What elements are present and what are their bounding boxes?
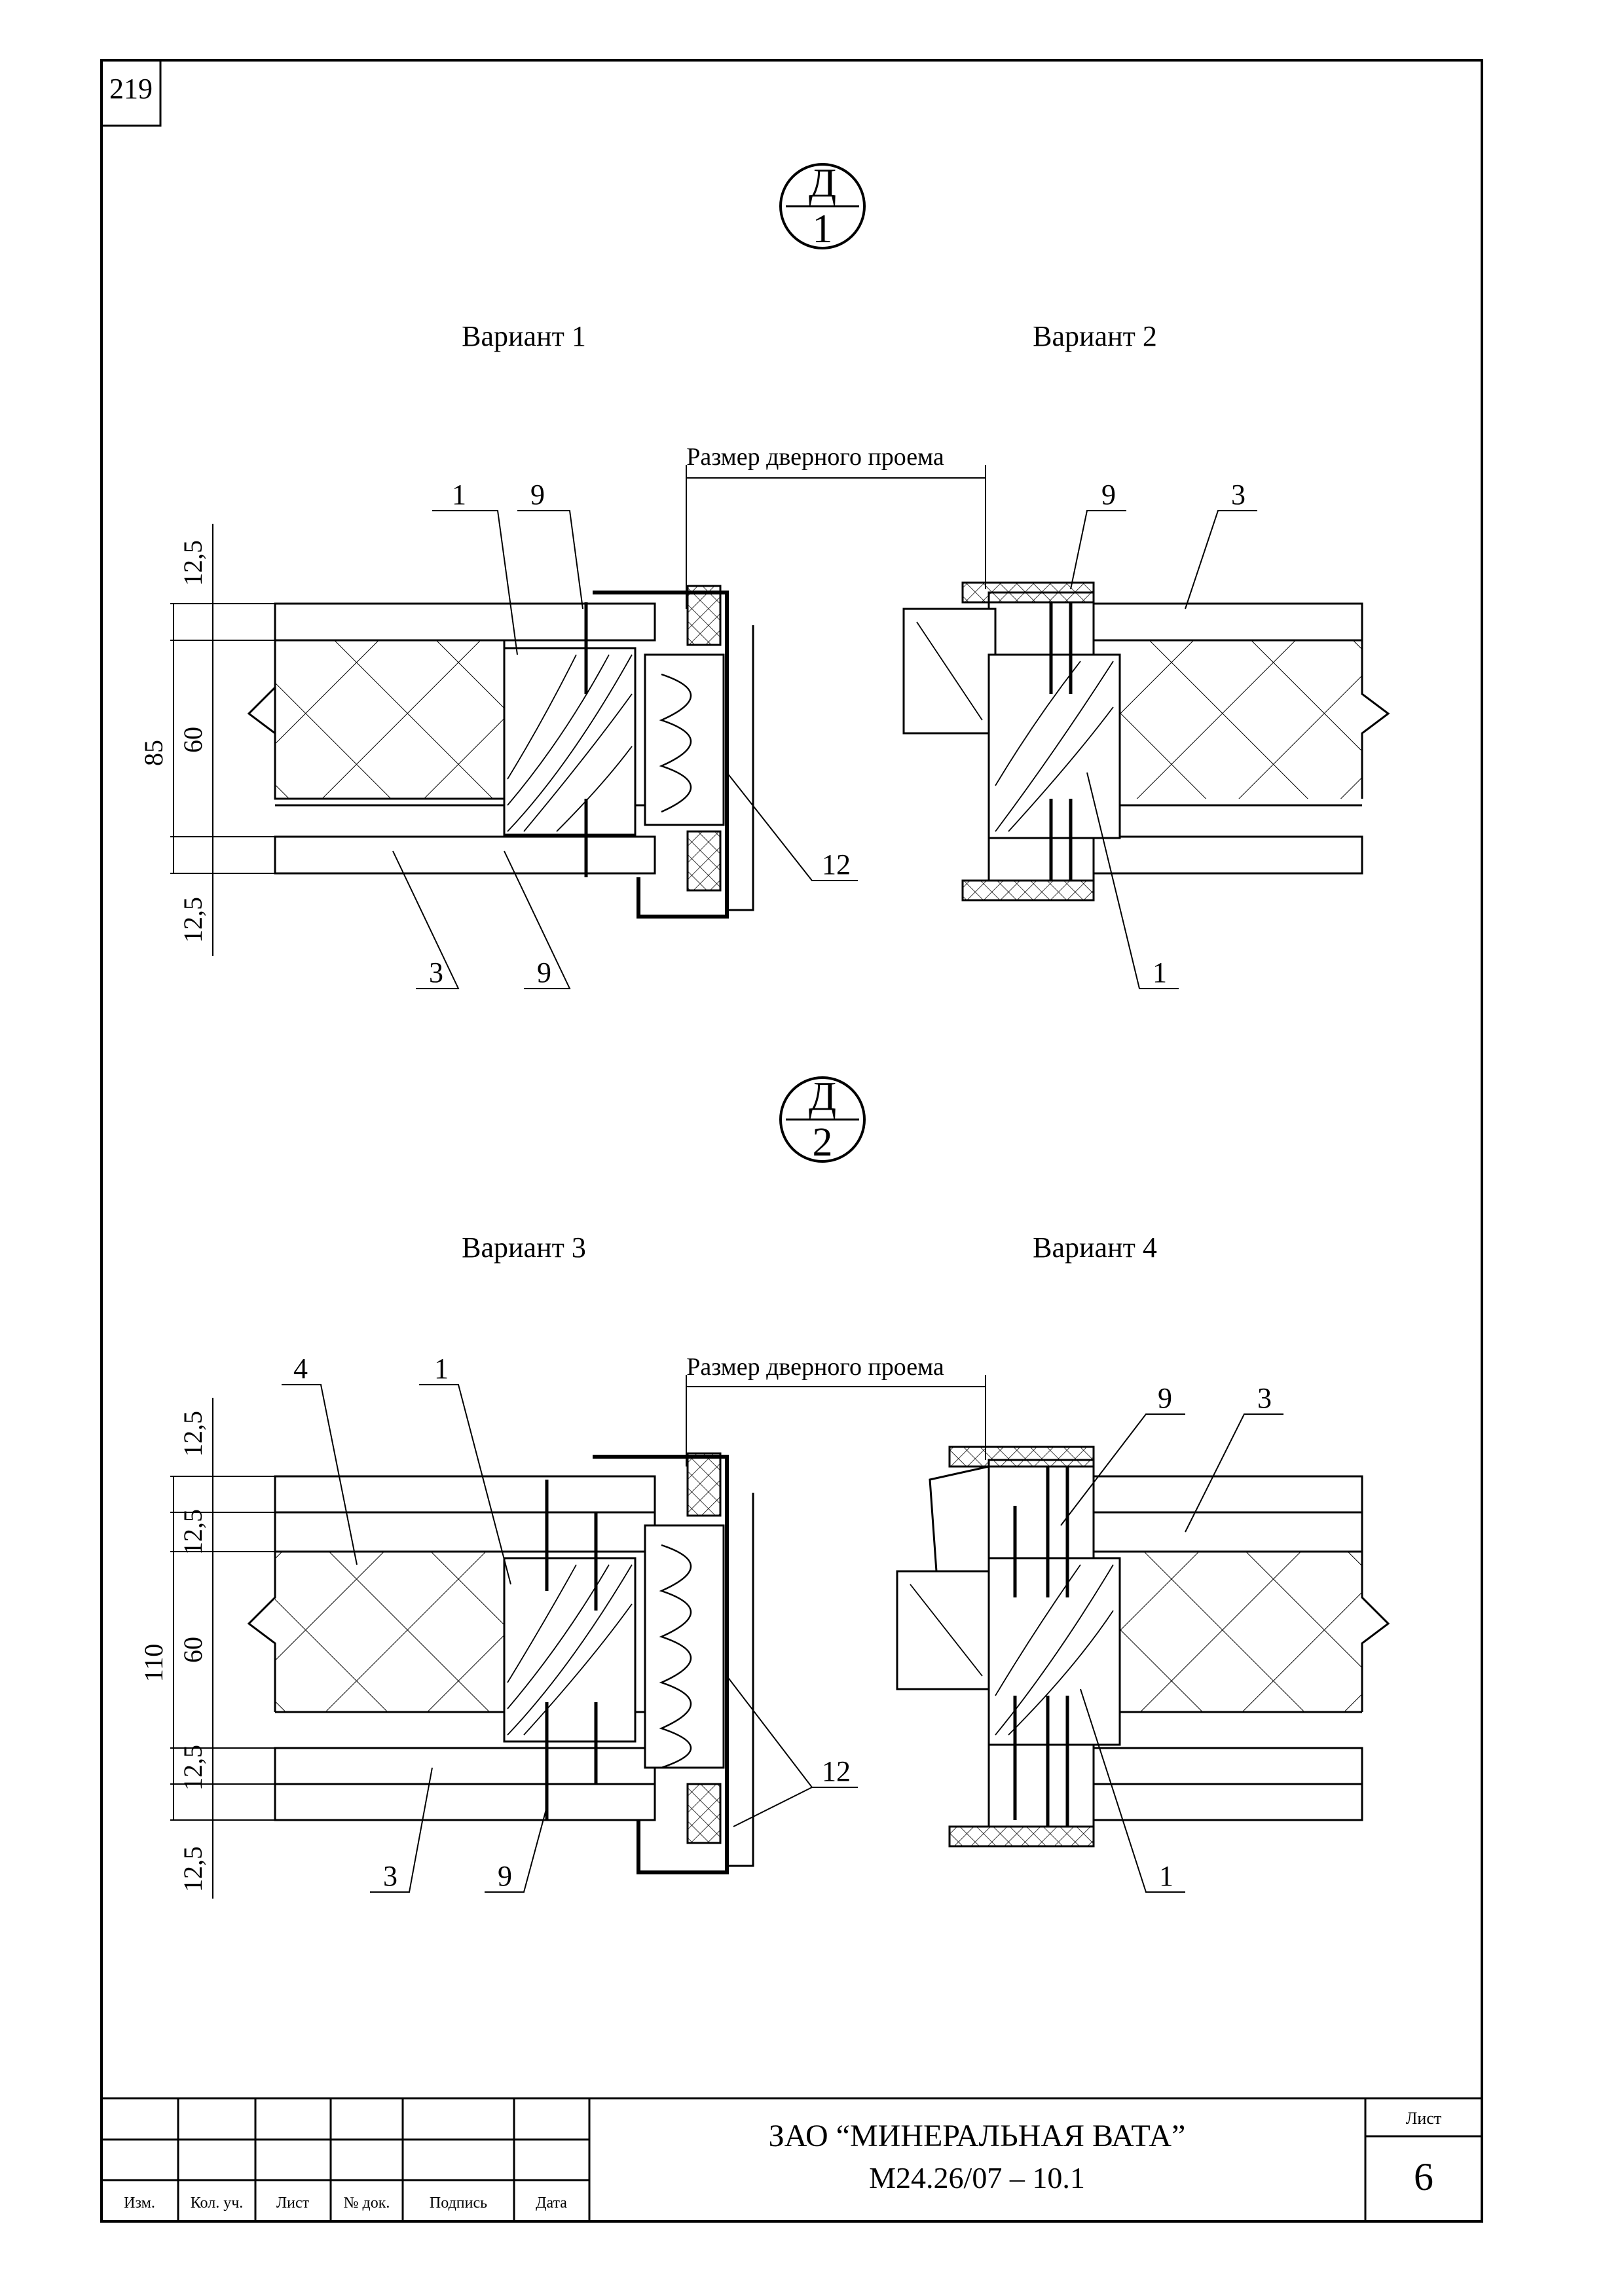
v3-leader-1: 1 [434, 1353, 449, 1385]
dim-12-5-b4: 12,5 [178, 1846, 208, 1892]
tb-header-izm: Изм. [124, 2195, 155, 2212]
dim-60-bottom: 60 [178, 1637, 208, 1663]
variant-2-label: Вариант 2 [1033, 320, 1157, 352]
opening-label-top: Размер дверного проема [686, 443, 944, 471]
v3-leader-9: 9 [498, 1860, 512, 1892]
dim-12-5-b2: 12,5 [178, 1509, 208, 1555]
v2-leader-9: 9 [1101, 479, 1116, 511]
opening-label-bottom: Размер дверного проема [686, 1353, 944, 1381]
tb-header-ndok: № док. [344, 2195, 390, 2212]
v3-leader-4: 4 [293, 1353, 308, 1385]
variant-4-section [896, 1446, 1390, 1848]
v1-leader-1: 1 [452, 479, 466, 511]
variant-4-label: Вариант 4 [1033, 1231, 1157, 1264]
svg-text:Д: Д [809, 161, 836, 206]
tb-header-podpis: Подпись [430, 2195, 487, 2212]
tb-sheet-label: Лист [1406, 2109, 1441, 2128]
variant-3-section [247, 1452, 754, 1874]
svg-text:2: 2 [813, 1120, 833, 1165]
svg-text:Д: Д [809, 1074, 836, 1119]
v1-leader-9-top: 9 [530, 479, 545, 511]
v3-leader-3: 3 [383, 1860, 397, 1892]
dim-12-5-top: 12,5 [178, 540, 208, 586]
title-block [101, 2097, 1482, 2221]
tb-header-kol: Кол. уч. [191, 2195, 244, 2212]
sheet-number: 219 [109, 73, 153, 105]
v4-leader-9: 9 [1158, 1382, 1172, 1414]
v1-leader-12: 12 [822, 848, 851, 881]
v3-leader-12: 12 [822, 1755, 851, 1787]
v4-leader-1: 1 [1159, 1860, 1173, 1892]
v2-leader-3: 3 [1231, 479, 1246, 511]
tb-sheet-value: 6 [1414, 2155, 1433, 2198]
v1-leader-9-bottom: 9 [537, 957, 551, 989]
variant-3-label: Вариант 3 [462, 1231, 586, 1264]
variant-1-label: Вариант 1 [462, 320, 586, 352]
v2-leader-1: 1 [1153, 957, 1167, 989]
callout-d1: Д 1 [779, 161, 866, 251]
dim-12-5-bottom: 12,5 [178, 897, 208, 943]
variant-2-section [902, 581, 1390, 902]
dim-110: 110 [139, 1644, 168, 1683]
dim-12-5-b3: 12,5 [178, 1745, 208, 1791]
outer-frame [100, 59, 1483, 2223]
v4-leader-3: 3 [1257, 1382, 1272, 1414]
tb-company: ЗАО “МИНЕРАЛЬНАЯ ВАТА” [769, 2119, 1186, 2153]
dim-12-5-b1: 12,5 [178, 1411, 208, 1457]
dim-85: 85 [139, 740, 168, 766]
svg-text:1: 1 [813, 207, 833, 251]
callout-d2: Д 2 [779, 1074, 866, 1165]
tb-header-data: Дата [536, 2195, 567, 2212]
tb-header-list: Лист [276, 2195, 310, 2212]
v1-leader-3: 3 [429, 957, 443, 989]
sheet-number-box [100, 59, 162, 127]
variant-1-section [247, 585, 754, 919]
tb-code: М24.26/07 – 10.1 [869, 2161, 1085, 2195]
dim-60-top: 60 [178, 727, 208, 753]
